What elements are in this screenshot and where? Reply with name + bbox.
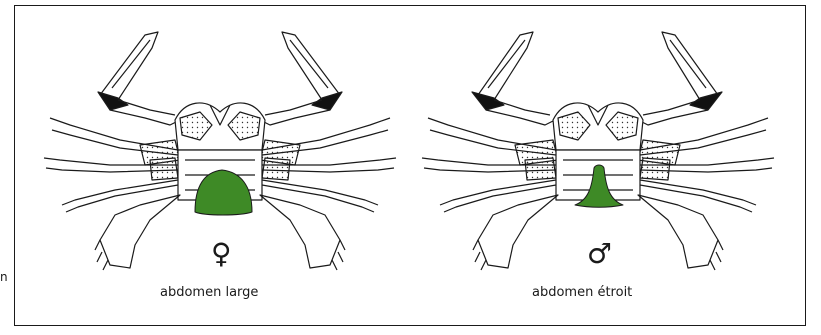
female-right-legs [260,118,396,270]
male-symbol: ♂ [587,240,612,268]
female-caption: abdomen large [160,285,258,300]
female-left-legs [44,118,180,270]
male-left-legs [422,118,558,270]
male-right-claw [638,32,722,125]
side-letter: n [0,270,8,284]
female-left-claw [98,32,180,125]
female-symbol: ♀ [211,240,232,268]
male-crab [422,32,774,270]
female-right-claw [260,32,342,125]
male-left-claw [472,32,555,125]
male-caption: abdomen étroit [532,285,632,300]
male-right-legs [638,118,774,270]
female-crab [44,32,396,270]
